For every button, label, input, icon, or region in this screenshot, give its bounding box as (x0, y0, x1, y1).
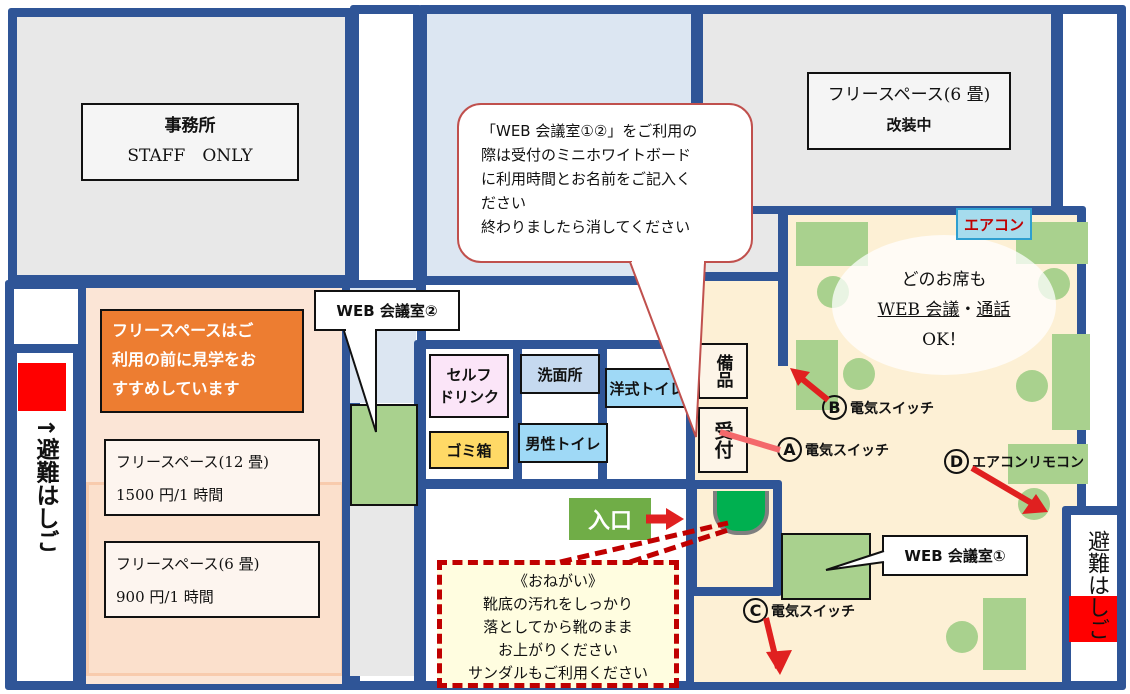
request-line2: 落としてから靴のまま (483, 618, 633, 636)
office-subtitle: STAFF ONLY (127, 146, 253, 166)
switch-a-label: 電気スイッチ (805, 442, 889, 459)
washroom-label: 洗面所 (537, 365, 583, 384)
self-drink-label-2: ドリンク (438, 388, 499, 406)
bubble-web-meeting: WEB 会議 (877, 300, 960, 320)
facilities-divider-2 (598, 344, 607, 484)
web-room-1-desk (781, 533, 871, 600)
corridor-top (350, 5, 422, 290)
web-room-1-label: WEB 会議室① (904, 547, 1006, 565)
web-room-2-callout: WEB 会議室② (314, 290, 460, 331)
trash-label: ゴミ箱 (446, 441, 492, 460)
web-room-2-lower (350, 506, 416, 676)
bubble-separator: ・ (959, 300, 977, 320)
web-room-2-label: WEB 会議室② (336, 302, 438, 320)
tour-notice-line2: 利用の前に見学をお (112, 350, 257, 369)
ladder-right-label: 避難はしご (1084, 530, 1109, 640)
switch-c-label: 電気スイッチ (771, 603, 855, 620)
free-space-12-price-box: フリースペース(12 畳) 1500 円/1 時間 (104, 439, 320, 516)
switch-b: B 電気スイッチ (822, 395, 934, 420)
ladder-left-label: ↑避難はしご (32, 418, 58, 553)
western-toilet: 洋式トイレ (605, 368, 689, 408)
self-drink: セルフ ドリンク (429, 354, 509, 418)
ladder-left-marker (18, 363, 66, 411)
usage-line1: 「WEB 会議室①②」をご利用の (481, 122, 698, 140)
web-room-1-callout: WEB 会議室① (882, 535, 1028, 576)
facilities-divider-1 (513, 344, 522, 484)
switch-b-label: 電気スイッチ (850, 400, 934, 417)
request-line3: お上がりください (497, 641, 618, 659)
bubble-line2: WEB 会議・通話 (832, 295, 1056, 325)
chair (843, 358, 875, 390)
corridor-left-inner (8, 344, 82, 690)
equipment: 備品 (698, 343, 748, 399)
main-hall-partition (778, 206, 788, 366)
entrance-sign: 入口 (569, 498, 651, 540)
desk (1052, 334, 1090, 430)
bubble-line3: OK！ (922, 330, 966, 350)
free-space-renovation-title: フリースペース(6 畳) (827, 85, 991, 105)
trash-bin: ゴミ箱 (429, 431, 509, 469)
request-title: 《おねがい》 (512, 572, 603, 590)
free-space-tour-notice: フリースペースはご 利用の前に見学をお すすめしています (100, 309, 304, 413)
free-space-6-price-box: フリースペース(6 畳) 900 円/1 時間 (104, 541, 320, 618)
aircon-label: エアコン (963, 215, 1024, 234)
tour-notice-line1: フリースペースはご (112, 321, 254, 340)
usage-line5: 終わりましたら消してください (481, 218, 691, 236)
free-space-6-name: フリースペース(6 畳) (116, 555, 260, 573)
switch-d-badge: D (944, 449, 969, 474)
tour-notice-line3: すすめしています (112, 379, 240, 398)
switch-d-label: エアコンリモコン (972, 454, 1084, 471)
main-hall-top-bar (694, 272, 784, 281)
usage-line2: 際は受付のミニホワイトボード (481, 146, 692, 164)
web-room-usage-notice: 「WEB 会議室①②」をご利用の 際は受付のミニホワイトボード に利用時間とお名… (457, 103, 753, 263)
entrance-label: 入口 (587, 509, 632, 534)
mens-toilet-label: 男性トイレ (525, 434, 601, 453)
free-space-renovation-label: フリースペース(6 畳) 改装中 (807, 72, 1011, 150)
chair (946, 621, 978, 653)
chair (1018, 488, 1050, 520)
switch-a-badge: A (777, 437, 802, 462)
usage-line4: ださい (481, 194, 527, 212)
desk (796, 222, 868, 266)
request-line1: 靴底の汚れをしっかり (482, 595, 633, 613)
switch-c: C 電気スイッチ (743, 598, 855, 623)
switch-c-badge: C (743, 598, 768, 623)
bubble-line1: どのお席も (901, 270, 987, 290)
all-seats-ok-bubble: どのお席も WEB 会議・通話 OK！ (832, 235, 1056, 375)
request-line4: サンダルもご利用ください (467, 664, 648, 682)
free-space-12-price: 1500 円/1 時間 (116, 486, 224, 504)
chair (1016, 370, 1048, 402)
ladder-right-marker (1069, 596, 1117, 642)
shoes-request-notice: 《おねがい》 靴底の汚れをしっかり 落としてから靴のまま お上がりください サン… (437, 560, 679, 688)
free-space-6-price: 900 円/1 時間 (116, 588, 214, 606)
switch-d: D エアコンリモコン (944, 449, 1084, 474)
office-label: 事務所 STAFF ONLY (81, 103, 299, 181)
bubble-call: 通話 (976, 300, 1011, 320)
office-title: 事務所 (164, 116, 216, 136)
mens-toilet: 男性トイレ (518, 423, 608, 463)
reception-label: 受付 (711, 421, 734, 459)
equipment-label: 備品 (712, 354, 733, 388)
western-toilet-label: 洋式トイレ (609, 379, 685, 398)
free-space-12-name: フリースペース(12 畳) (116, 453, 270, 471)
switch-b-badge: B (822, 395, 847, 420)
switch-a: A 電気スイッチ (777, 437, 889, 462)
web-room-2-desk (350, 404, 418, 506)
self-drink-label-1: セルフ (446, 366, 492, 384)
aircon-unit: エアコン (956, 208, 1032, 240)
free-space-renovation-subtitle: 改装中 (886, 116, 932, 134)
reception: 受付 (698, 407, 748, 473)
desk (983, 598, 1026, 670)
entrance-mat (713, 491, 769, 535)
usage-line3: に利用時間とお名前をご記入く (481, 170, 692, 188)
washroom: 洗面所 (520, 354, 600, 394)
